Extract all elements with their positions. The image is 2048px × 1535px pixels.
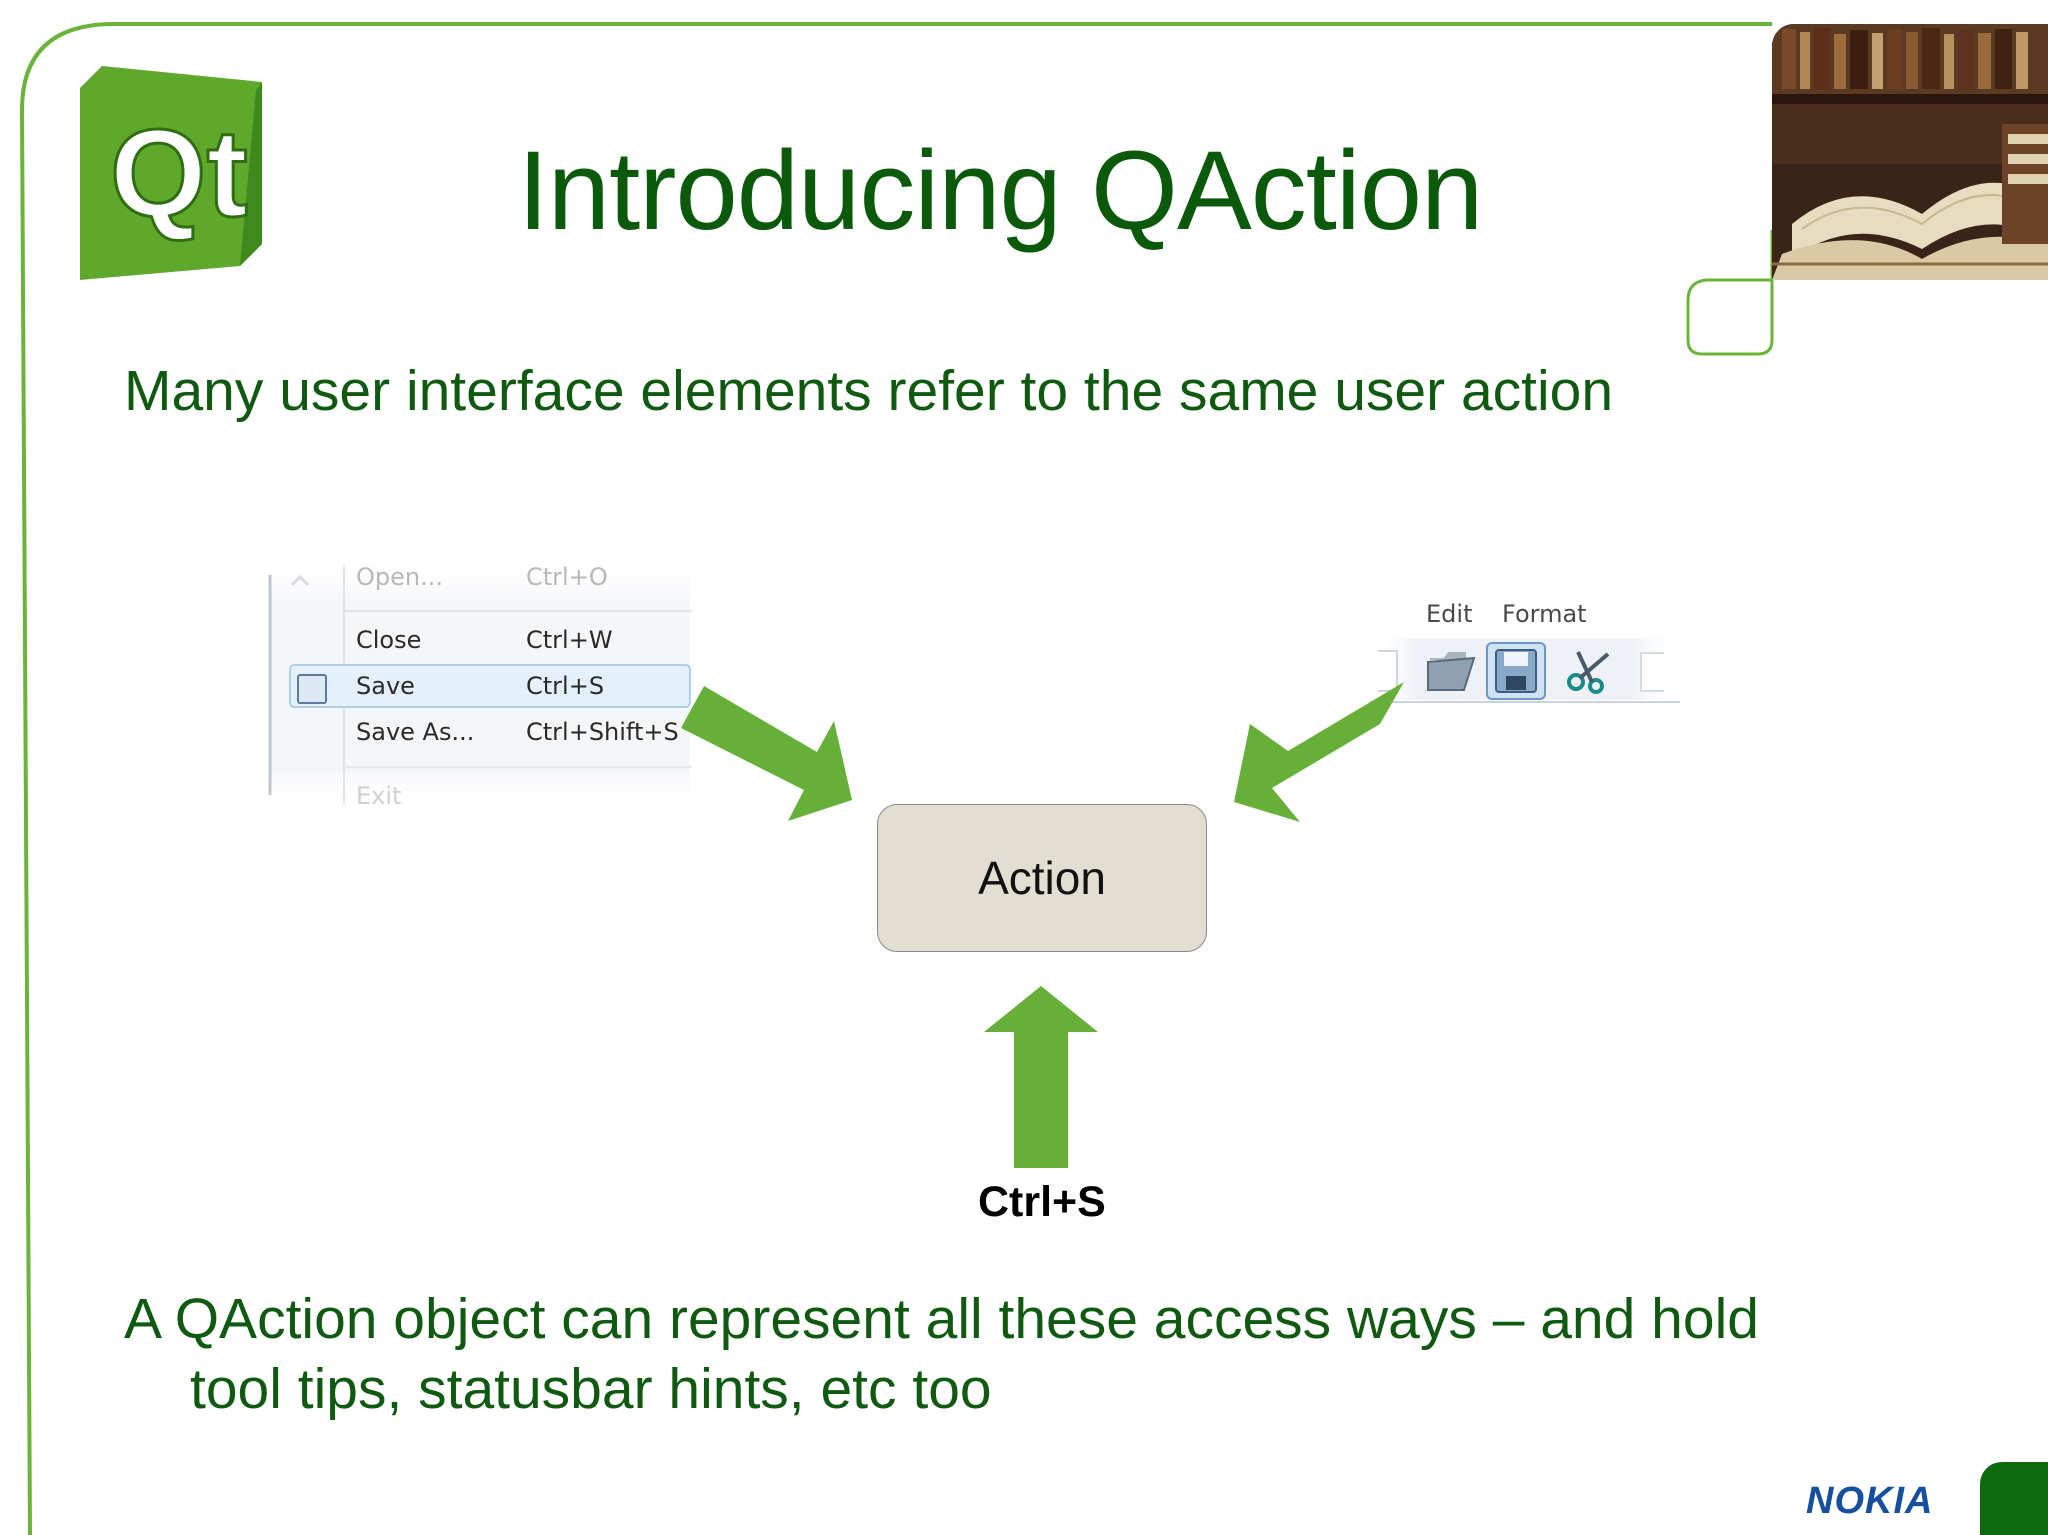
nokia-logo: NOKIA [1806, 1480, 1934, 1522]
cut-scissors-icon[interactable] [1566, 648, 1612, 694]
action-box: Action [877, 804, 1207, 952]
menu-item-save-as[interactable]: Save As... [356, 718, 475, 746]
menu-shortcut-close: Ctrl+W [526, 626, 613, 654]
menu-item-save[interactable]: Save [356, 672, 415, 700]
outro-line-2: tool tips, statusbar hints, etc too [190, 1357, 992, 1421]
save-icon[interactable] [1486, 642, 1546, 700]
intro-text: Many user interface elements refer to th… [124, 359, 1614, 423]
new-document-icon[interactable] [1378, 650, 1398, 692]
menu-shortcut-save-as: Ctrl+Shift+S [526, 718, 679, 746]
shortcut-label: Ctrl+S [978, 1178, 1106, 1226]
outro-line-1: A QAction object can represent all these… [124, 1287, 1759, 1351]
menu-shortcut-open: Ctrl+O [526, 563, 608, 591]
books-photo [1772, 24, 2048, 280]
outro-text: A QAction object can represent all these… [124, 1284, 1759, 1424]
svg-text:Qt: Qt [110, 105, 248, 243]
menu-background [268, 555, 692, 815]
corner-tab [1980, 1462, 2048, 1535]
open-folder-icon[interactable] [1426, 644, 1478, 694]
qt-logo: Qt [80, 66, 262, 280]
document-icon[interactable] [1640, 652, 1664, 692]
menu-shortcut-save: Ctrl+S [526, 672, 605, 700]
save-floppy-icon [297, 674, 327, 704]
toolbar-menu-edit[interactable]: Edit [1426, 600, 1473, 628]
menu-item-open[interactable]: Open... [356, 563, 443, 591]
slide-title: Introducing QAction [517, 128, 1484, 253]
menu-item-close[interactable]: Close [356, 626, 422, 654]
action-label: Action [978, 852, 1106, 904]
toolbar-menu-format[interactable]: Format [1502, 600, 1587, 628]
menu-item-exit[interactable]: Exit [356, 782, 402, 810]
